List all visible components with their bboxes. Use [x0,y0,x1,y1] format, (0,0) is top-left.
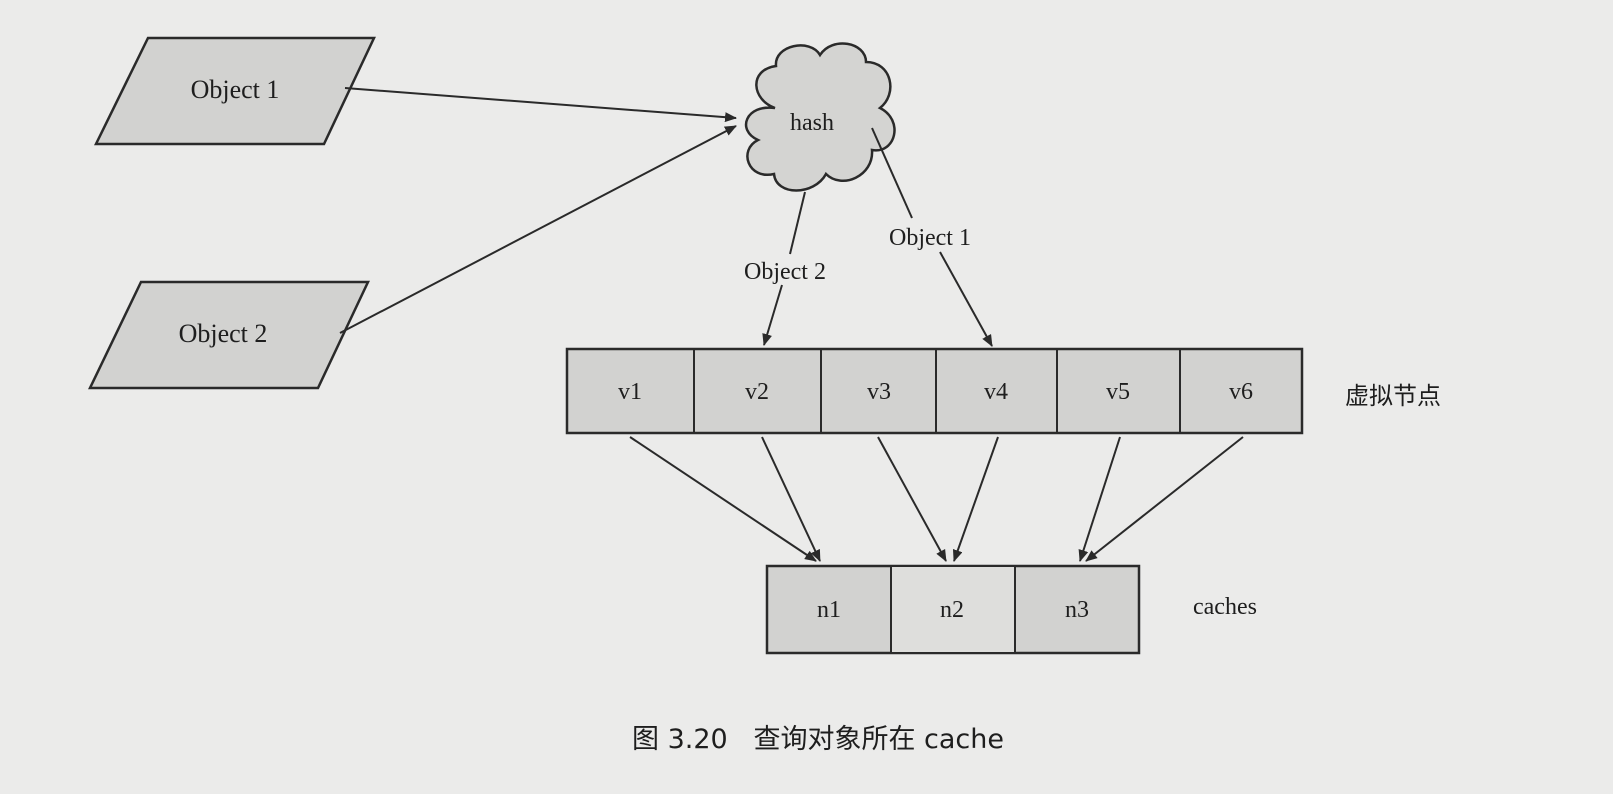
hash-cloud: hash [744,42,896,192]
virtual-node-v6: v6 [1229,379,1253,405]
arrow-v5-to-n3 [1078,436,1121,562]
arrow-v3-to-n2 [877,436,947,562]
virtual-node-v5: v5 [1106,379,1130,405]
virtual-nodes-label: 虚拟节点 [1345,382,1441,410]
figure-caption: 图 3.20 查询对象所在 cache [632,724,1004,755]
edge-label-object-1: Object 1 [889,225,971,251]
arrow-v6-to-n3 [1085,436,1244,562]
edge-label-object-2: Object 2 [744,259,826,285]
arrow-object1-to-hash [344,87,737,123]
arrow-v2-to-n1 [761,436,821,562]
hash-label: hash [790,110,834,136]
arrow-v4-to-n2 [952,436,999,562]
arrow-hash-to-v2-lower [762,284,783,346]
virtual-nodes-row: v1 v2 v3 v4 v5 v6 [565,347,1304,435]
virtual-node-v1: v1 [618,379,642,405]
cache-n2: n2 [940,597,964,623]
caches-label: caches [1193,594,1257,620]
arrow-hash-to-v4-lower [939,251,993,347]
caches-row: n1 n2 n3 [765,564,1141,655]
arrow-hash-to-v2-upper [789,191,806,255]
object-1-label: Object 1 [191,75,280,104]
arrow-hash-to-v4-upper [871,127,913,219]
object-2-node: Object 2 [88,280,370,390]
arrow-v1-to-n1 [629,436,817,562]
virtual-node-v2: v2 [745,379,769,405]
virtual-node-v3: v3 [867,379,891,405]
object-2-label: Object 2 [179,319,268,348]
virtual-node-v4: v4 [984,379,1008,405]
object-1-node: Object 1 [93,36,376,146]
cache-n3: n3 [1065,597,1089,623]
arrow-object2-to-hash [339,125,737,334]
cache-n1: n1 [817,597,841,623]
